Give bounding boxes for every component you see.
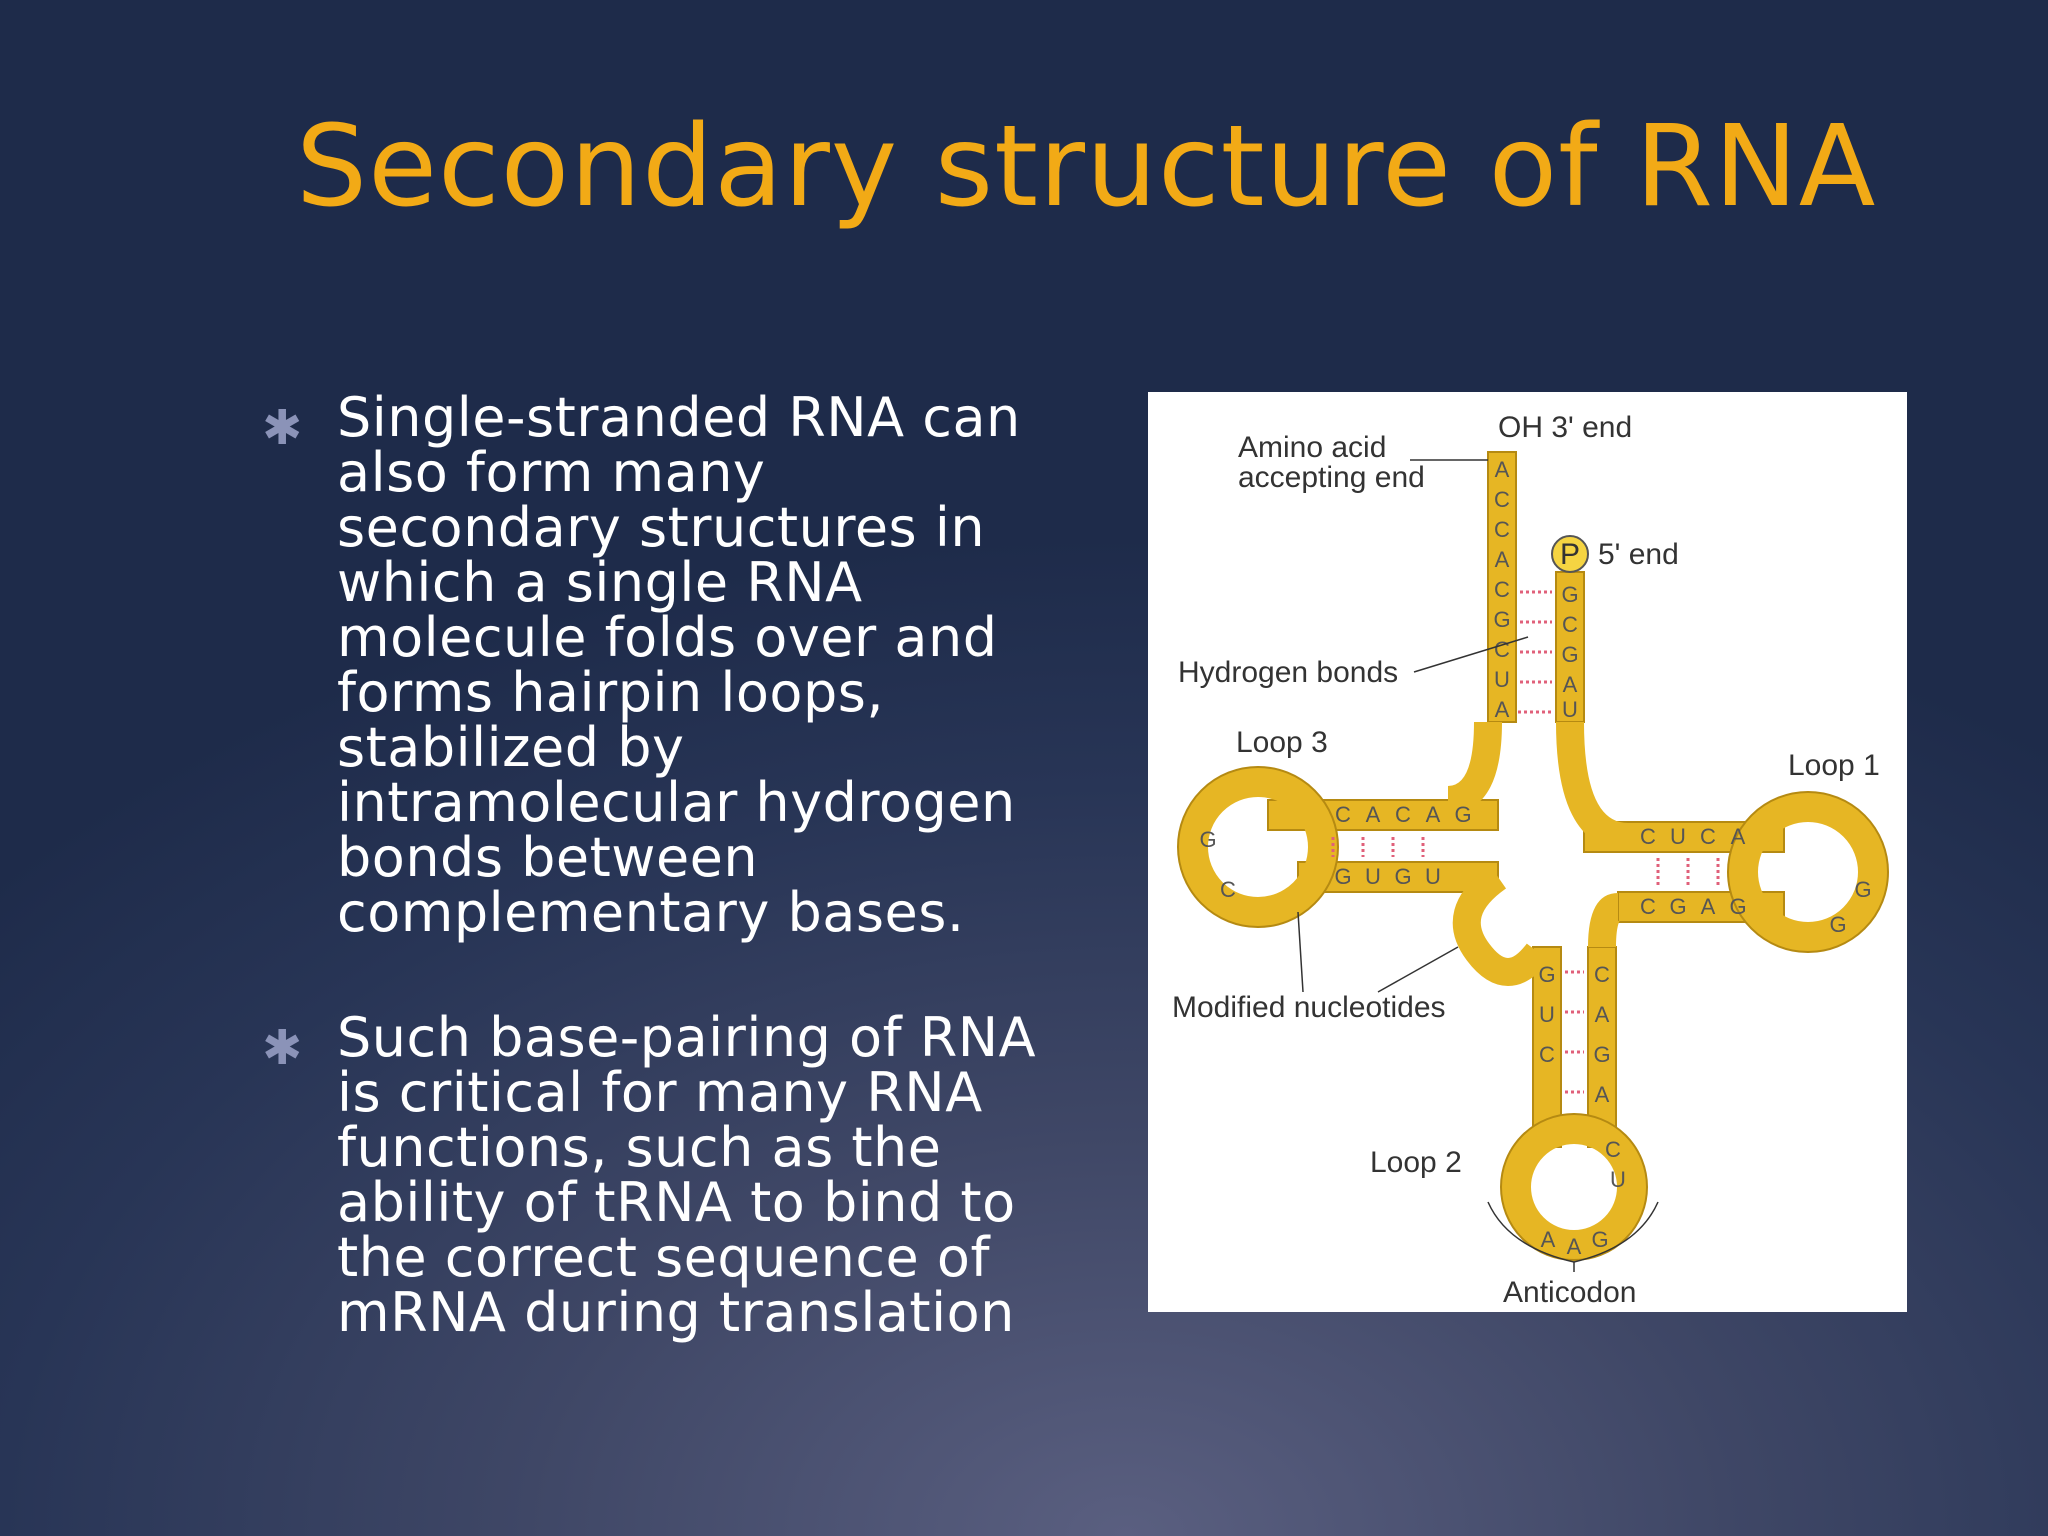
- phosphate-icon: [1551, 535, 1589, 573]
- loop-3-label: Loop 3: [1236, 726, 1328, 759]
- svg-text:A: A: [1731, 824, 1746, 849]
- svg-text:U: U: [1365, 864, 1381, 889]
- svg-text:U: U: [1539, 1002, 1555, 1027]
- svg-text:C: C: [1640, 824, 1656, 849]
- loop-1-label: Loop 1: [1788, 749, 1880, 782]
- asterisk-icon: ✱: [262, 1020, 303, 1076]
- anticodon-stem-left: [1532, 946, 1562, 1148]
- amino-acid-label-line1: Amino acid: [1238, 431, 1386, 464]
- loop-1-outline: [1727, 791, 1889, 953]
- hydrogen-bonds-label: Hydrogen bonds: [1178, 656, 1398, 689]
- three-prime-end-label: OH 3' end: [1498, 411, 1632, 444]
- svg-text:G: G: [1199, 827, 1216, 852]
- bullet-text: Such base-pairing of RNA is critical for…: [337, 1006, 1037, 1344]
- svg-text:C: C: [1640, 894, 1656, 919]
- anticodon-label: Anticodon: [1503, 1276, 1636, 1309]
- svg-text:G: G: [1591, 1227, 1608, 1252]
- loop-2: [1501, 1114, 1647, 1260]
- bullet-text: Single-stranded RNA can also form many s…: [337, 386, 1021, 944]
- five-prime-end-label: 5' end: [1598, 538, 1679, 571]
- loop-3: [1178, 767, 1338, 927]
- svg-text:C: C: [1562, 612, 1578, 637]
- svg-text:G: G: [1729, 894, 1746, 919]
- modified-nucleotides-label: Modified nucleotides: [1172, 991, 1446, 1024]
- stem-corner-right: [1556, 721, 1630, 851]
- bullet-item: ✱ Single-stranded RNA can also form many…: [262, 390, 1062, 940]
- svg-text:C: C: [1494, 487, 1510, 512]
- bullet-item: ✱ Such base-pairing of RNA is critical f…: [262, 1010, 1062, 1340]
- svg-text:A: A: [1366, 802, 1381, 827]
- loop-1: [1728, 792, 1888, 952]
- svg-text:C: C: [1539, 1042, 1555, 1067]
- svg-text:C: C: [1395, 802, 1411, 827]
- svg-text:G: G: [1394, 864, 1411, 889]
- svg-text:C: C: [1494, 577, 1510, 602]
- svg-text:G: G: [1669, 894, 1686, 919]
- svg-text:A: A: [1541, 1227, 1556, 1252]
- svg-text:U: U: [1562, 697, 1578, 722]
- svg-text:G: G: [1593, 1042, 1610, 1067]
- svg-text:G: G: [1334, 864, 1351, 889]
- slide-title: Secondary structure of RNA: [296, 102, 1877, 232]
- svg-text:U: U: [1610, 1167, 1626, 1192]
- loop-2-outline: [1500, 1113, 1648, 1261]
- svg-text:G: G: [1454, 802, 1471, 827]
- svg-text:C: C: [1594, 962, 1610, 987]
- svg-text:U: U: [1425, 864, 1441, 889]
- svg-text:A: A: [1495, 697, 1510, 722]
- svg-text:A: A: [1595, 1082, 1610, 1107]
- svg-text:A: A: [1495, 457, 1510, 482]
- svg-text:C: C: [1605, 1137, 1621, 1162]
- variable-loop: [1452, 865, 1550, 986]
- svg-text:A: A: [1701, 894, 1716, 919]
- svg-text:A: A: [1567, 1234, 1582, 1259]
- svg-text:A: A: [1595, 1002, 1610, 1027]
- svg-text:G: G: [1829, 912, 1846, 937]
- stem-corner-bottom: [1588, 893, 1622, 948]
- svg-text:U: U: [1494, 667, 1510, 692]
- bullet-list: ✱ Single-stranded RNA can also form many…: [262, 390, 1062, 1410]
- loop-3-outline: [1177, 766, 1339, 928]
- svg-text:A: A: [1563, 672, 1578, 697]
- svg-text:G: G: [1493, 607, 1510, 632]
- svg-text:C: C: [1335, 802, 1351, 827]
- hydrogen-bond-marks: [1331, 590, 1720, 1094]
- svg-text:A: A: [1426, 802, 1441, 827]
- leader-lines: [1297, 459, 1659, 1272]
- asterisk-icon: ✱: [262, 400, 303, 456]
- amino-acid-label-line2: accepting end: [1238, 461, 1425, 494]
- svg-text:G: G: [1561, 642, 1578, 667]
- svg-text:G: G: [1538, 962, 1555, 987]
- svg-text:A: A: [1495, 547, 1510, 572]
- svg-text:G: G: [1561, 582, 1578, 607]
- svg-text:C: C: [1700, 824, 1716, 849]
- anticodon-stem-right: [1587, 946, 1617, 1148]
- stem-corner-left: [1446, 721, 1502, 814]
- phosphate-label: P: [1560, 538, 1580, 571]
- svg-text:C: C: [1220, 877, 1236, 902]
- loop-2-label: Loop 2: [1370, 1146, 1462, 1179]
- svg-text:G: G: [1854, 877, 1871, 902]
- svg-text:U: U: [1670, 824, 1686, 849]
- svg-text:C: C: [1494, 637, 1510, 662]
- svg-text:C: C: [1494, 517, 1510, 542]
